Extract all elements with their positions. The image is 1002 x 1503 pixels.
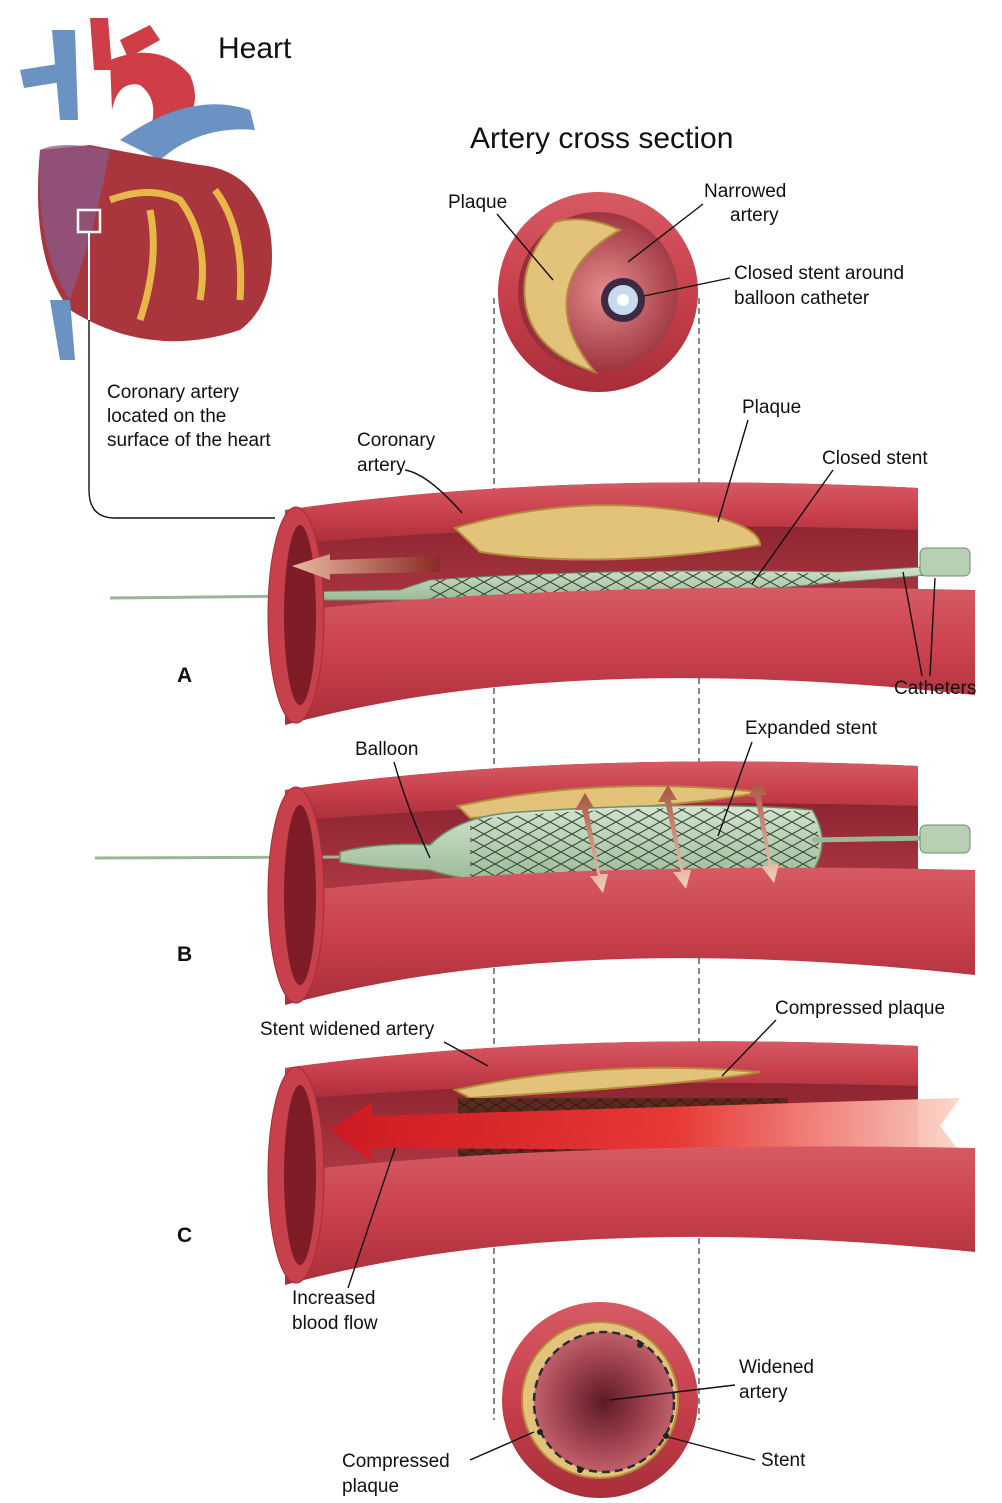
panel-c-artery <box>268 1041 975 1285</box>
bottom-compressed-plaque-label-2: plaque <box>342 1476 399 1497</box>
panel-b-letter: B <box>177 943 192 966</box>
bottom-cross-section <box>502 1302 698 1498</box>
narrowed-artery-label-2: artery <box>730 205 779 226</box>
stent-strut <box>537 1429 543 1435</box>
artery-opening-inner <box>284 805 316 985</box>
panel-a-coronary-label-2: artery <box>357 455 406 476</box>
closed-stent-balloon-label-1: Closed stent around <box>734 263 904 284</box>
panel-a-plaque-label: Plaque <box>742 397 801 418</box>
panel-c-blood-flow-label-1: Increased <box>292 1288 375 1309</box>
closed-stent-balloon-label-2: balloon catheter <box>734 288 870 309</box>
heart-note-line-2: located on the <box>107 406 226 427</box>
heart-note-line-3: surface of the heart <box>107 430 271 451</box>
heart-note-line-1: Coronary artery <box>107 382 239 403</box>
panel-c-compressed-plaque-label: Compressed plaque <box>775 998 945 1019</box>
artery-opening-inner <box>284 525 316 705</box>
catheter-shaft <box>812 838 930 840</box>
top-plaque-label: Plaque <box>448 192 507 213</box>
panel-a-letter: A <box>177 664 192 687</box>
top-cross-section <box>498 192 698 392</box>
panel-b-balloon-label: Balloon <box>355 739 418 760</box>
bottom-compressed-plaque-label-1: Compressed <box>342 1451 450 1472</box>
artery-opening-inner <box>284 1085 316 1265</box>
panel-c-blood-flow-label-2: blood flow <box>292 1313 378 1334</box>
pulmonary-artery <box>120 104 255 160</box>
panel-a-closed-stent-label: Closed stent <box>822 448 928 469</box>
catheter-hub <box>920 548 970 576</box>
cross-section-title: Artery cross section <box>470 122 733 155</box>
panel-a-catheters-label: Catheters <box>894 678 976 699</box>
aortic-branch <box>90 18 112 70</box>
heart-illustration <box>20 18 272 360</box>
widened-artery-label-2: artery <box>739 1382 788 1403</box>
stent-strut <box>663 1433 669 1439</box>
balloon-catheter-center <box>617 294 629 306</box>
widened-artery-label-1: Widened <box>739 1357 814 1378</box>
panel-b-artery <box>95 761 975 1005</box>
narrowed-artery-label-1: Narrowed <box>704 181 786 202</box>
artery-lower-wall <box>285 868 975 1005</box>
panel-b-expanded-stent-label: Expanded stent <box>745 718 878 739</box>
heart-title: Heart <box>218 32 292 65</box>
panel-a-coronary-label-1: Coronary <box>357 430 436 451</box>
stent-label: Stent <box>761 1450 806 1471</box>
stent-strut <box>637 1342 643 1348</box>
panel-a-artery <box>110 482 975 725</box>
panel-c-letter: C <box>177 1224 192 1247</box>
catheter-hub <box>920 825 970 853</box>
panel-c-stent-widened-label: Stent widened artery <box>260 1019 435 1040</box>
artery-lower-wall <box>285 588 975 725</box>
stent-strut <box>577 1467 583 1473</box>
